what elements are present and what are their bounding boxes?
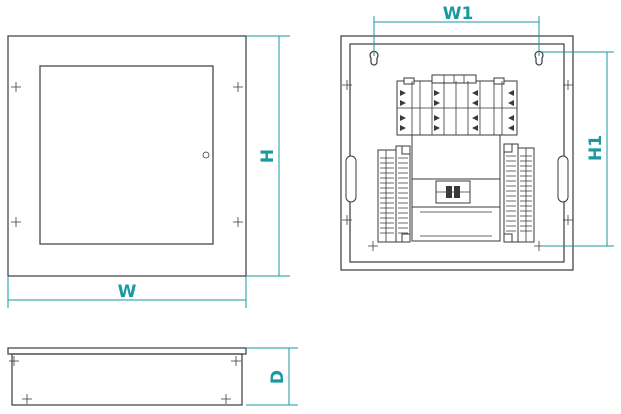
front-door-panel — [39, 65, 214, 245]
depth-label: D — [268, 370, 288, 384]
door-lock-icon — [202, 151, 210, 159]
width-label: W — [118, 282, 137, 302]
breaker-block — [396, 74, 518, 136]
width-dimension: W — [7, 276, 247, 308]
mounting-mark-icon — [11, 82, 21, 92]
left-terminal-strip — [377, 145, 411, 243]
mounting-mark-icon — [563, 215, 573, 225]
mount-width-label: W1 — [443, 4, 474, 24]
mounting-mark-icon — [342, 215, 352, 225]
mounting-mark-icon — [221, 394, 231, 404]
depth-dimension: D — [246, 347, 298, 406]
bottom-view — [7, 347, 247, 406]
mounting-mark-icon — [563, 80, 573, 90]
front-enclosure-outline — [7, 35, 247, 277]
left-handle-icon — [345, 155, 357, 203]
front-view — [7, 35, 247, 277]
mounting-plate — [349, 43, 565, 263]
mounting-mark-icon — [368, 241, 378, 251]
mounting-mark-icon — [342, 80, 352, 90]
mounting-mark-icon — [22, 394, 32, 404]
center-module — [411, 134, 501, 242]
height-label: H — [258, 149, 278, 163]
height-dimension: H — [246, 35, 290, 277]
mount-height-label: H1 — [586, 135, 606, 161]
mounting-mark-icon — [11, 217, 21, 227]
mount-width-dimension: W1 — [373, 4, 540, 56]
interior-view — [340, 35, 574, 271]
bottom-view-flange — [7, 347, 247, 355]
keyhole-icon — [534, 50, 544, 66]
right-handle-icon — [557, 155, 569, 203]
bottom-view-body — [11, 353, 243, 406]
mount-height-dimension: H1 — [542, 51, 614, 247]
mounting-mark-icon — [9, 356, 19, 366]
center-module-top — [411, 134, 501, 180]
center-module-base — [411, 206, 501, 242]
interior-enclosure-outline — [340, 35, 574, 271]
mounting-mark-icon — [231, 356, 241, 366]
keyhole-icon — [369, 50, 379, 66]
mounting-mark-icon — [233, 217, 243, 227]
mounting-mark-icon — [233, 82, 243, 92]
right-terminal-strip — [503, 143, 535, 243]
